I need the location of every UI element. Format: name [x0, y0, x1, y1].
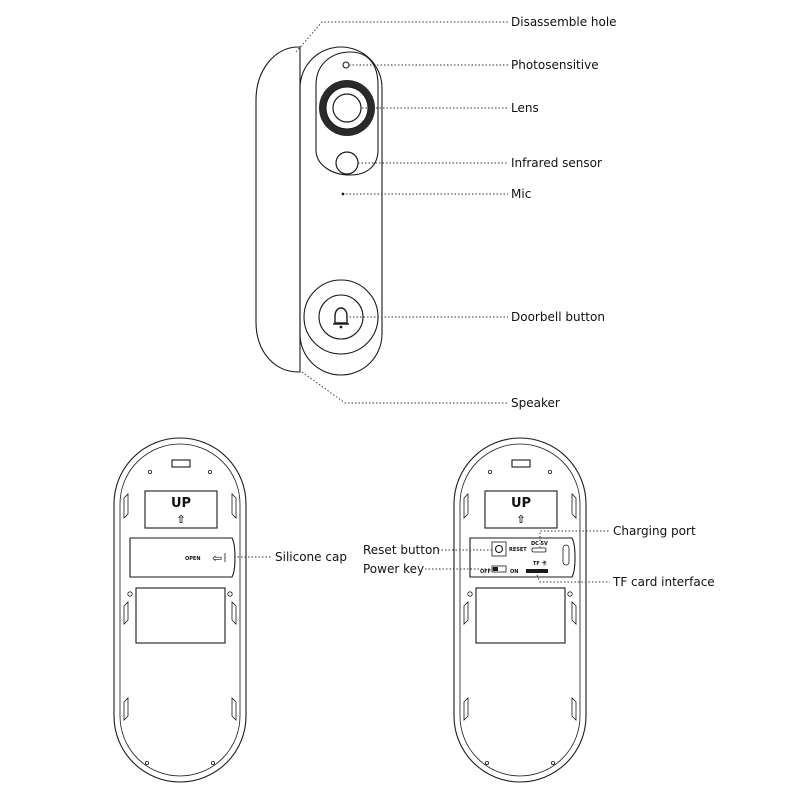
on-text: ON — [510, 569, 518, 575]
camera-module — [315, 51, 379, 176]
label-mic: Mic — [511, 187, 531, 201]
label-infrared-sensor: Infrared sensor — [511, 156, 602, 170]
label-charging-port: Charging port — [613, 524, 696, 538]
back-shell-inner — [119, 443, 241, 777]
tf-text: TF 卡 — [533, 560, 547, 567]
back-shell-outer — [453, 437, 587, 783]
compartment-clip — [562, 544, 570, 566]
bell-icon — [333, 307, 349, 329]
doorbell-button — [318, 294, 364, 340]
lens-glass — [332, 93, 362, 123]
label-doorbell-button: Doorbell button — [511, 310, 605, 324]
up-label-box — [144, 490, 218, 529]
open-compartment — [469, 537, 576, 578]
back-view-open: UP ⇧ RESET OFF ON DC 5V TF 卡 — [453, 437, 587, 783]
screw-hole — [207, 469, 212, 474]
screw-hole — [147, 469, 152, 474]
label-silicone-cap: Silicone cap — [275, 550, 347, 564]
back-callout-lines — [425, 530, 610, 583]
back-top-slot — [511, 459, 531, 468]
open-text: OPEN — [185, 556, 201, 562]
photosensitive-sensor — [342, 61, 350, 69]
label-tf-card-interface: TF card interface — [612, 575, 715, 589]
side-clip — [571, 697, 577, 721]
front-callout-lines — [295, 21, 508, 404]
dc-5v-text: DC 5V — [531, 541, 548, 547]
screw-hole — [551, 761, 556, 766]
doorbell-side-body — [255, 46, 301, 373]
label-lens: Lens — [511, 101, 539, 115]
reset-button — [494, 544, 504, 554]
side-clip — [571, 601, 577, 625]
mic-hole — [341, 192, 345, 196]
screw-hole — [484, 761, 489, 766]
off-text: OFF — [480, 569, 491, 575]
screw-hole — [227, 591, 233, 597]
back-top-slot — [171, 459, 191, 468]
tf-card-slot — [526, 569, 548, 573]
side-clip — [231, 697, 237, 721]
up-arrow-icon: ⇧ — [176, 513, 185, 526]
screw-hole — [487, 469, 492, 474]
screw-hole — [210, 761, 215, 766]
side-clip — [231, 601, 237, 625]
label-speaker: Speaker — [511, 396, 560, 410]
side-clip — [463, 697, 469, 721]
open-arrow-icon: ⇦ — [212, 551, 222, 565]
side-clip — [571, 493, 577, 519]
screw-hole — [567, 591, 573, 597]
front-callout-labels: Disassemble hole Photosensitive Lens Inf… — [511, 15, 617, 410]
up-arrow-icon: ⇧ — [516, 513, 525, 526]
screw-hole — [144, 761, 149, 766]
screw-hole — [467, 591, 473, 597]
side-clip — [123, 697, 129, 721]
back-shell-outer — [113, 437, 247, 783]
lower-plate — [475, 587, 566, 644]
front-view — [255, 46, 383, 376]
up-label-box — [484, 490, 558, 529]
up-text: UP — [511, 496, 531, 511]
side-clip — [231, 493, 237, 519]
infrared-sensor — [335, 151, 359, 175]
lower-plate — [135, 587, 226, 644]
label-disassemble-hole: Disassemble hole — [511, 15, 617, 29]
screw-hole — [548, 469, 553, 474]
side-clip — [463, 601, 469, 625]
side-clip — [123, 601, 129, 625]
back-view-closed: UP ⇧ OPEN ⇦ — [113, 437, 247, 783]
side-clip — [123, 493, 129, 519]
silicone-cap — [129, 537, 236, 578]
side-clip — [463, 493, 469, 519]
label-photosensitive: Photosensitive — [511, 58, 599, 72]
back-callout-labels: Reset button Power key Charging port TF … — [363, 524, 715, 589]
label-power-key: Power key — [363, 562, 424, 576]
reset-button-housing — [491, 541, 507, 557]
screw-hole — [127, 591, 133, 597]
power-switch-knob — [493, 567, 498, 571]
charging-port — [531, 547, 547, 553]
up-text: UP — [171, 496, 191, 511]
back-shell-inner — [459, 443, 581, 777]
label-reset-button: Reset button — [363, 543, 440, 557]
reset-text: RESET — [509, 547, 527, 553]
